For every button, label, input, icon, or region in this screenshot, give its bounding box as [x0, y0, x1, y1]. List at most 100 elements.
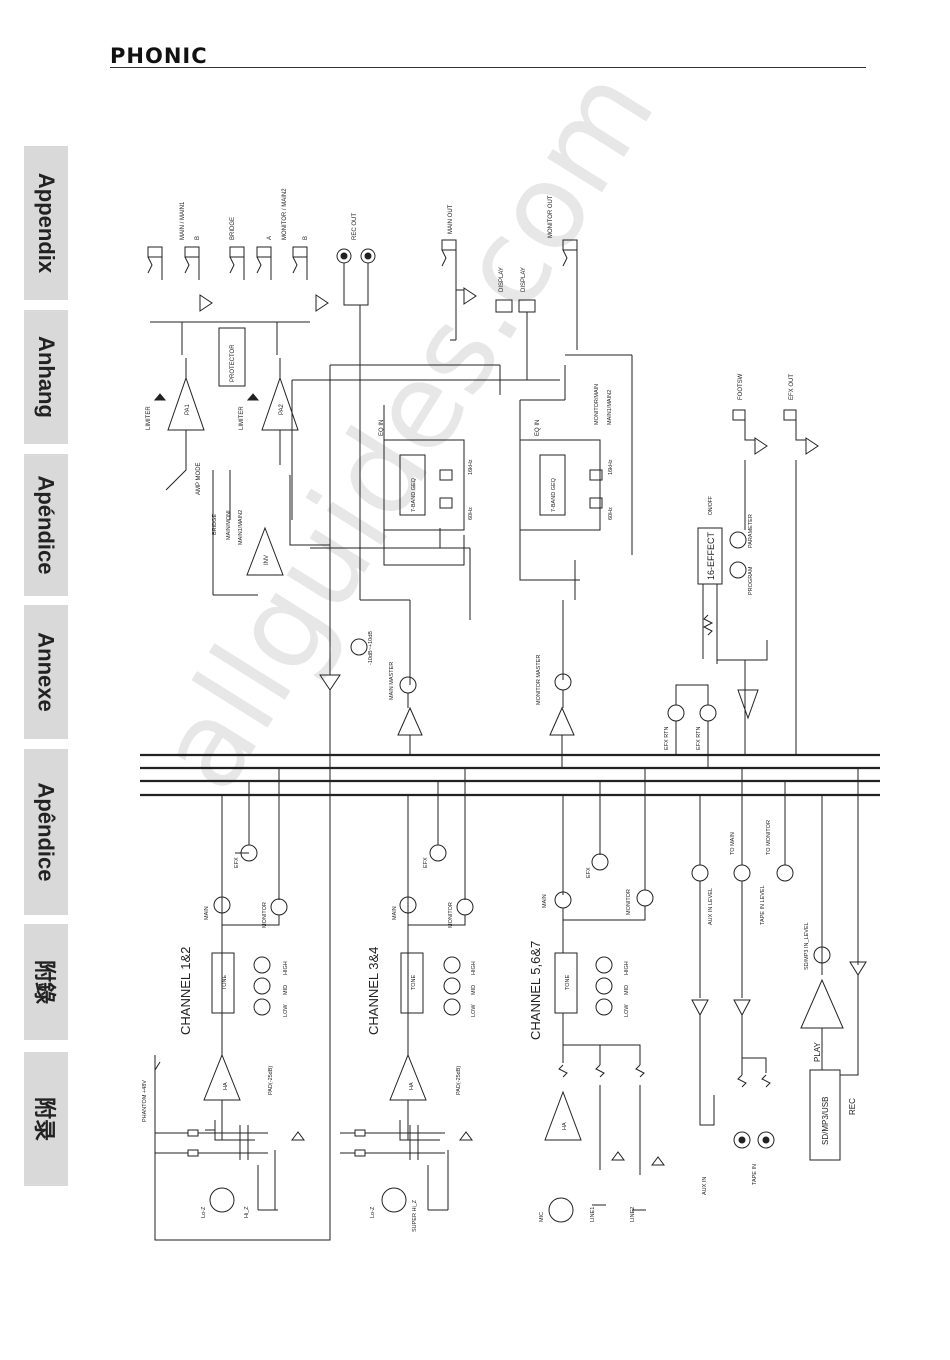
label-pad1: PAD(-25dB)	[268, 1066, 274, 1095]
header-rule	[110, 67, 866, 68]
label-mic: MIC	[539, 1212, 545, 1222]
label-rec-out: REC OUT	[352, 213, 358, 240]
diagram-labels: MAIN / MAIN1 B BRIDGE A MONITOR / MAIN2 …	[142, 188, 857, 1232]
label-b2: B	[303, 236, 309, 240]
label-parameter: PARAMETER	[748, 514, 754, 548]
label-monitor-main: MONITOR/MAIN	[594, 384, 600, 425]
channel-1-2-title: CHANNEL 1&2	[178, 947, 193, 1035]
label-rec: REC	[848, 1098, 857, 1115]
label-geq2: 7-BAND GEQ	[551, 477, 557, 512]
label-display2: DISPLAY	[521, 267, 527, 292]
mix-buses	[140, 753, 880, 797]
label-main1: MAIN	[204, 906, 210, 920]
label-60hz2: 60Hz	[608, 507, 614, 520]
label-lo-z1: Lo-Z	[201, 1206, 207, 1218]
label-monitor2: MONITOR	[448, 902, 454, 928]
label-aux-in-level: AUX IN LEVEL	[708, 888, 714, 925]
label-main-master: MAIN MASTER	[389, 662, 395, 700]
label-super-hi-z: SUPER Hi_Z	[412, 1199, 418, 1232]
label-hi-z: Hi_Z	[244, 1206, 250, 1218]
label-on-off: ON/OFF	[708, 496, 714, 515]
label-pa1: PA1	[185, 403, 191, 415]
label-protector: PROTECTOR	[230, 344, 236, 382]
label-main-main1: MAIN / MAIN1	[180, 201, 186, 240]
label-pad2: PAD(-25dB)	[456, 1066, 462, 1095]
label-monitor-out: MONITOR OUT	[548, 195, 554, 238]
label-b1: B	[195, 236, 201, 240]
label-efx-rtn2: EFX RTN	[696, 727, 702, 750]
channel-5-6-7	[544, 768, 665, 1223]
label-footsw: FOOTSW	[738, 373, 744, 400]
label-tone1: TONE	[222, 974, 228, 990]
label-mid3: MID	[624, 985, 630, 995]
label-monitor3: MONITOR	[626, 889, 632, 915]
label-high3: HIGH	[624, 961, 630, 975]
label-ha3: HA	[562, 1122, 568, 1130]
label-line1: LINE1	[590, 1207, 596, 1222]
label-efx-rtn1: EFX RTN	[664, 727, 670, 750]
label-low3: LOW	[624, 1004, 630, 1017]
label-main1-main2: MAIN1/MAIN2	[238, 510, 244, 545]
tab-anhang[interactable]: Anhang	[24, 310, 68, 444]
label-pa2: PA2	[279, 403, 285, 415]
label-lo-z2: Lo-Z	[370, 1206, 376, 1218]
label-bridge-mode: BRIDGE	[212, 514, 218, 535]
tab-apendice-pt[interactable]: Apêndice	[24, 749, 68, 915]
tab-zh-cn[interactable]: 附录	[24, 1052, 68, 1186]
label-efx1: EFX	[234, 857, 240, 868]
label-geq1: 7-BAND GEQ	[411, 477, 417, 512]
effect-section	[667, 409, 819, 768]
label-sd-level: SD/MP3 IN_LEVEL	[804, 922, 810, 970]
label-monitor-master: MONITOR MASTER	[536, 655, 542, 705]
label-high1: HIGH	[283, 961, 289, 975]
tab-apendice[interactable]: Apéndice	[24, 454, 68, 596]
tab-appendix[interactable]: Appendix	[24, 146, 68, 300]
label-ha2: HA	[409, 1082, 415, 1090]
channel-3-4	[340, 768, 474, 1213]
geq-blocks	[383, 365, 603, 581]
output-jacks	[147, 239, 578, 387]
label-to-main: TO MAIN	[730, 832, 736, 855]
channel-3-4-title: CHANNEL 3&4	[366, 947, 381, 1035]
power-amps	[153, 358, 330, 596]
channel-5-6-7-title: CHANNEL 5,6&7	[528, 941, 543, 1040]
label-efx2: EFX	[423, 857, 429, 868]
label-bridge: BRIDGE	[230, 217, 236, 240]
label-effect: 16-EFFECT	[706, 531, 716, 580]
label-mid2: MID	[471, 985, 477, 995]
label-play: PLAY	[813, 1041, 822, 1062]
label-monitor1: MONITOR	[262, 902, 268, 928]
label-tape-in-level: TAPE IN LEVEL	[760, 885, 766, 925]
tab-zh-tw[interactable]: 附錄	[24, 924, 68, 1040]
label-60hz1: 60Hz	[468, 507, 474, 520]
brand-logo: PHONIC	[110, 44, 208, 68]
label-limiter2: LIMITER	[239, 406, 245, 430]
label-main-out: MAIN OUT	[448, 204, 454, 234]
label-aux-in: AUX IN	[702, 1177, 708, 1195]
label-main1-main2b: MAIN1/MAIN2	[607, 390, 613, 425]
label-high2: HIGH	[471, 961, 477, 975]
routing-lines	[291, 270, 633, 755]
label-ha1: HA	[223, 1082, 229, 1090]
label-mid1: MID	[283, 985, 289, 995]
label-minus10: -10dB~+10dB	[368, 631, 374, 665]
label-amp-mode: AMP MODE	[196, 462, 202, 495]
label-eq-in2: EQ IN	[535, 420, 541, 436]
label-limiter1: LIMITER	[146, 406, 152, 430]
label-inv: INV	[264, 555, 270, 565]
label-program: PROGRAM	[748, 566, 754, 595]
label-low1: LOW	[283, 1004, 289, 1017]
master-knobs	[319, 638, 575, 768]
label-phantom: PHANTOM +48V	[142, 1080, 148, 1122]
label-main3: MAIN	[542, 894, 548, 908]
label-16khz2: 16kHz	[608, 459, 614, 475]
tab-annexe[interactable]: Annexe	[24, 605, 68, 739]
label-16khz1: 16kHz	[468, 459, 474, 475]
label-sd-mp3-usb: SD/MP3/USB	[821, 1097, 830, 1145]
label-a: A	[267, 236, 273, 240]
label-display1: DISPLAY	[499, 267, 505, 292]
label-line2: LINE2	[630, 1207, 636, 1222]
label-monitor-main2: MONITOR / MAIN2	[282, 188, 288, 240]
channel-1-2	[154, 740, 331, 1241]
